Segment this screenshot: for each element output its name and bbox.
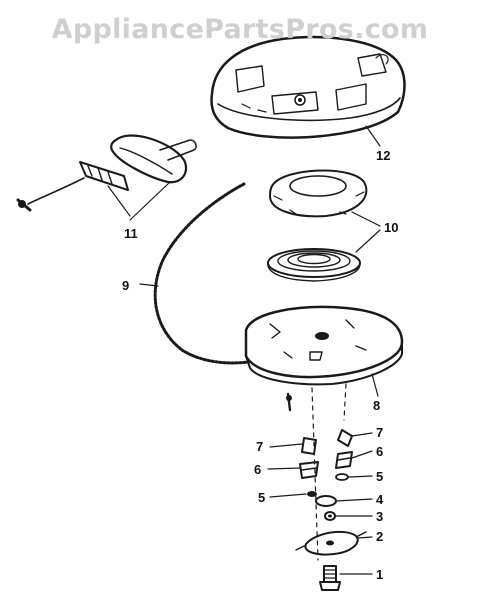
callout-8: 8: [373, 398, 380, 413]
part-12-housing[interactable]: [210, 35, 406, 139]
part-2-retainer-plate[interactable]: [295, 530, 367, 556]
part-5-washer-right[interactable]: [335, 473, 349, 481]
callout-12: 12: [376, 148, 390, 163]
callout-1: 1: [376, 567, 383, 582]
callout-6-right: 6: [376, 444, 383, 459]
assembly-axis: [311, 383, 347, 561]
callout-11: 11: [124, 226, 138, 241]
part-7-pawl-left[interactable]: [301, 437, 317, 455]
callout-2: 2: [376, 529, 383, 544]
part-10-spring-cup[interactable]: [269, 169, 368, 218]
part-7-pawl-right[interactable]: [337, 429, 353, 447]
part-10-rewind-spring[interactable]: [267, 248, 361, 282]
callout-4: 4: [376, 492, 384, 507]
part-5-washer-left[interactable]: [307, 491, 317, 497]
leader-lines: [107, 125, 381, 575]
part-6-spring-right[interactable]: [335, 451, 353, 469]
callout-6-left: 6: [254, 462, 261, 477]
callout-3: 3: [376, 509, 383, 524]
part-4-washer[interactable]: [315, 495, 337, 507]
retainer-screw[interactable]: [286, 392, 292, 412]
callout-7-right: 7: [376, 425, 383, 440]
callout-9: 9: [122, 278, 129, 293]
callout-10: 10: [384, 220, 398, 235]
part-11-starter-handle[interactable]: [110, 134, 197, 184]
part-6-spring-left[interactable]: [299, 461, 319, 479]
part-1-shoulder-screw[interactable]: [319, 565, 341, 591]
callout-5-right: 5: [376, 469, 383, 484]
part-11-handle-insert[interactable]: [16, 161, 129, 212]
callout-7-left: 7: [256, 439, 263, 454]
callout-5-left: 5: [258, 490, 265, 505]
part-3-spacer[interactable]: [324, 511, 336, 521]
part-8-pulley[interactable]: [244, 305, 404, 386]
part-9-starter-rope[interactable]: [153, 182, 250, 365]
